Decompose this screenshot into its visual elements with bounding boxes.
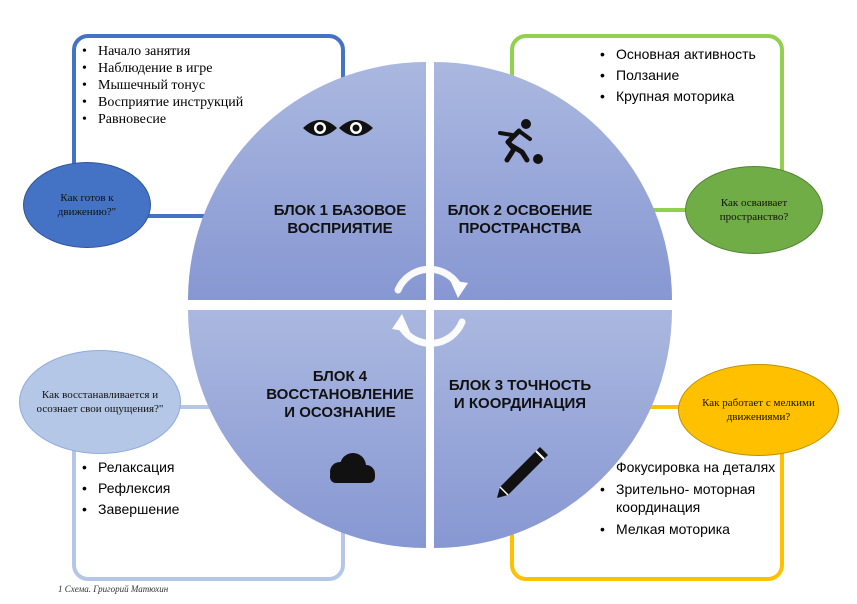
list-item: Завершение	[80, 499, 179, 520]
block1-list: Начало занятия Наблюдение в игре Мышечны…	[82, 43, 243, 128]
block3-list: Фокусировка на деталях Зрительно- моторн…	[598, 458, 780, 538]
cloud-icon	[330, 453, 375, 483]
block2-list: Основная активность Ползание Крупная мот…	[598, 44, 756, 107]
block4-question-bubble: Как восстанавливается и осознает свои ощ…	[19, 350, 181, 454]
soccer-player-icon	[498, 119, 543, 164]
pencil-icon	[497, 447, 548, 498]
list-item: Основная активность	[598, 44, 756, 65]
block1-question-bubble: Как готов к движению?"	[23, 162, 151, 248]
list-item: Крупная моторика	[598, 86, 756, 107]
block2-title: БЛОК 2 ОСВОЕНИЕ ПРОСТРАНСТВА	[447, 202, 593, 237]
list-item: Мелкая моторика	[598, 520, 780, 538]
quadrant-3	[434, 310, 672, 548]
quadrant-2	[434, 62, 672, 300]
block1-title: БЛОК 1 БАЗОВОЕ ВОСПРИЯТИЕ	[273, 202, 407, 237]
block4-title: БЛОК 4 ВОССТАНОВЛЕНИЕ И ОСОЗНАНИЕ	[266, 368, 414, 421]
list-item: Наблюдение в игре	[82, 60, 243, 77]
list-item: Равновесие	[82, 111, 243, 128]
eyes-icon	[303, 120, 373, 136]
list-item: Рефлексия	[80, 478, 179, 499]
block3-question-bubble: Как работает с мелкими движениями?	[678, 364, 839, 456]
block2-question-bubble: Как осваивает пространство?	[685, 166, 823, 254]
list-item: Зрительно- моторная координация	[598, 480, 780, 516]
list-item: Релаксация	[80, 457, 179, 478]
list-item: Начало занятия	[82, 43, 243, 60]
quadrant-4	[188, 310, 426, 548]
list-item: Ползание	[598, 65, 756, 86]
quadrant-1	[188, 62, 426, 300]
cycle-arrows-icon	[394, 265, 466, 347]
caption: 1 Схема. Григорий Матюхин	[58, 584, 169, 594]
block3-title: БЛОК 3 ТОЧНОСТЬ И КООРДИНАЦИЯ	[448, 377, 592, 412]
block4-list: Релаксация Рефлексия Завершение	[80, 457, 179, 520]
list-item: Мышечный тонус	[82, 77, 243, 94]
list-item: Восприятие инструкций	[82, 94, 243, 111]
